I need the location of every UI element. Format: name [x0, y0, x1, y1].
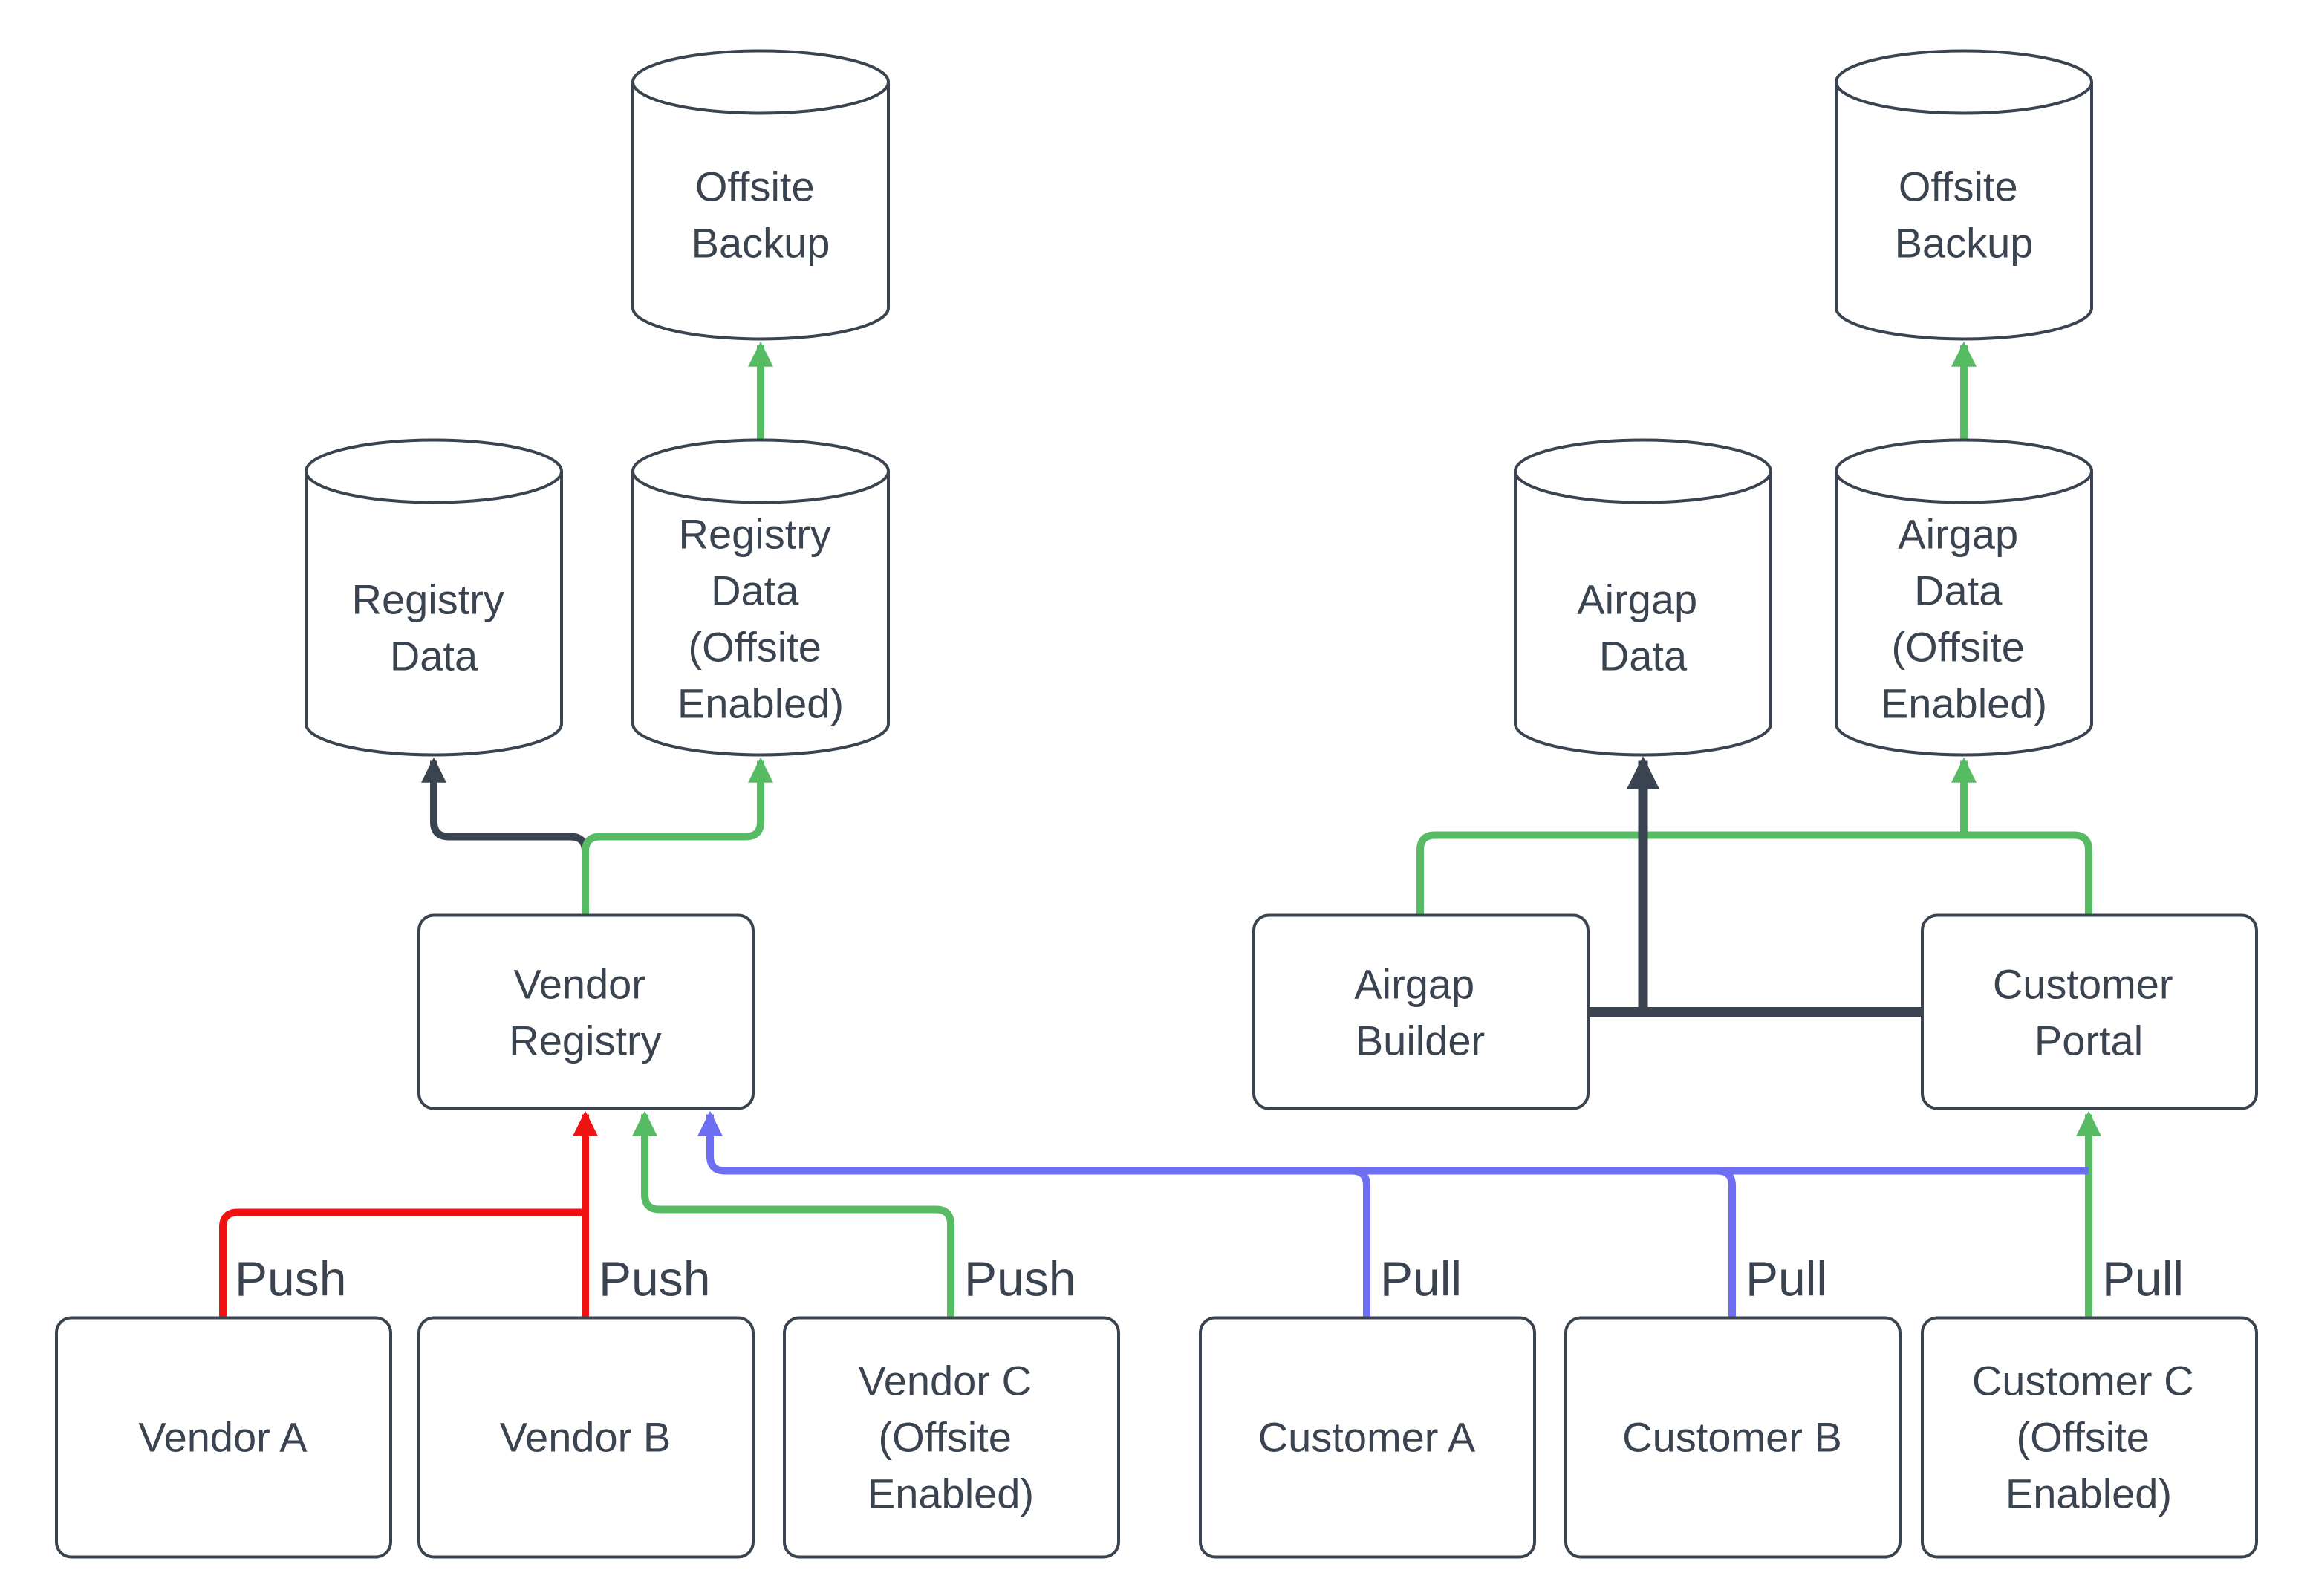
- box: [783, 1316, 1120, 1559]
- node-vendor-b: Vendor B: [417, 1316, 755, 1559]
- node-airgap-builder: Airgap Builder: [1252, 913, 1590, 1110]
- cylinder-top: [631, 438, 890, 504]
- edge-label-customer-b-pull: Pull: [1746, 1251, 1827, 1306]
- node-customer-c: Customer C (Offsite Enabled): [1921, 1316, 2258, 1559]
- node-vendor-a: Vendor A: [55, 1316, 392, 1559]
- edges: [219, 341, 2102, 1318]
- node-label: Vendor C (Offsite Enabled): [858, 1358, 1043, 1517]
- node-label: Airgap Data: [1577, 576, 1708, 680]
- node-offsite-backup-right: Offsite Backup: [1835, 49, 2093, 341]
- box: [55, 1316, 392, 1559]
- node-label: Airgap Data (Offsite Enabled): [1881, 511, 2047, 727]
- cylinder-body: [631, 82, 890, 341]
- node-customer-b: Customer B: [1564, 1316, 1902, 1559]
- edge-customer-a-pull: [1337, 1167, 1370, 1318]
- edge-vendor-c-push: [631, 1110, 954, 1318]
- node-label: Vendor A: [138, 1414, 308, 1461]
- cylinder-top: [1835, 438, 2093, 504]
- box: [417, 913, 755, 1110]
- edge-labels: Push Push Push Pull Pull Pull: [235, 1251, 2184, 1306]
- cylinder-body: [1514, 471, 1772, 757]
- node-label: Customer A: [1258, 1414, 1476, 1461]
- node-label: Registry Data: [352, 576, 516, 680]
- node-airgap-data-offsite: Airgap Data (Offsite Enabled): [1835, 438, 2093, 757]
- node-label: Customer Portal: [1993, 961, 2184, 1064]
- node-airgap-data: Airgap Data: [1514, 438, 1772, 757]
- node-vendor-registry: Vendor Registry: [417, 913, 755, 1110]
- edge-label-vendor-c-push: Push: [964, 1251, 1076, 1306]
- cylinder-top: [1514, 438, 1772, 504]
- edge-label-vendor-b-push: Push: [599, 1251, 710, 1306]
- box: [1921, 913, 2258, 1110]
- box: [1199, 1316, 1536, 1559]
- edge-label-customer-a-pull: Pull: [1380, 1251, 1462, 1306]
- cylinder-body: [305, 471, 563, 757]
- node-label: Offsite Backup: [692, 163, 830, 267]
- node-customer-portal: Customer Portal: [1921, 913, 2258, 1110]
- edge-airgap-builder-to-customer-portal-green: [1416, 831, 2092, 916]
- edge-pull-trunk-to-vendor-registry: [697, 1110, 2089, 1175]
- node-label: Customer C (Offsite Enabled): [1972, 1358, 2205, 1517]
- cylinder-body: [1835, 471, 2093, 757]
- node-label: Airgap Builder: [1354, 961, 1486, 1064]
- box: [417, 1316, 755, 1559]
- edge-vendor-registry-to-registry-data-offsite: [582, 757, 774, 916]
- edge-label-vendor-a-push: Push: [235, 1251, 346, 1306]
- node-label: Customer B: [1622, 1414, 1842, 1461]
- cylinder-body: [631, 471, 890, 757]
- node-label: Vendor B: [500, 1414, 671, 1461]
- node-offsite-backup-left: Offsite Backup: [631, 49, 890, 341]
- cylinder-body: [1835, 82, 2093, 341]
- box: [1921, 1316, 2258, 1559]
- node-registry-data: Registry Data: [305, 438, 563, 757]
- node-vendor-c: Vendor C (Offsite Enabled): [783, 1316, 1120, 1559]
- box: [1252, 913, 1590, 1110]
- edge-label-customer-c-pull: Pull: [2102, 1251, 2184, 1306]
- node-registry-data-offsite: Registry Data (Offsite Enabled): [631, 438, 890, 757]
- node-label: Registry Data (Offsite Enabled): [677, 511, 844, 727]
- cylinder-top: [1835, 49, 2093, 115]
- node-customer-a: Customer A: [1199, 1316, 1536, 1559]
- box: [1564, 1316, 1902, 1559]
- node-label: Vendor Registry: [509, 961, 661, 1064]
- cylinder-top: [305, 438, 563, 504]
- edge-vendor-a-push: [219, 1208, 585, 1318]
- cylinder-top: [631, 49, 890, 115]
- node-label: Offsite Backup: [1895, 163, 2034, 267]
- edge-customer-b-pull: [1702, 1167, 1736, 1318]
